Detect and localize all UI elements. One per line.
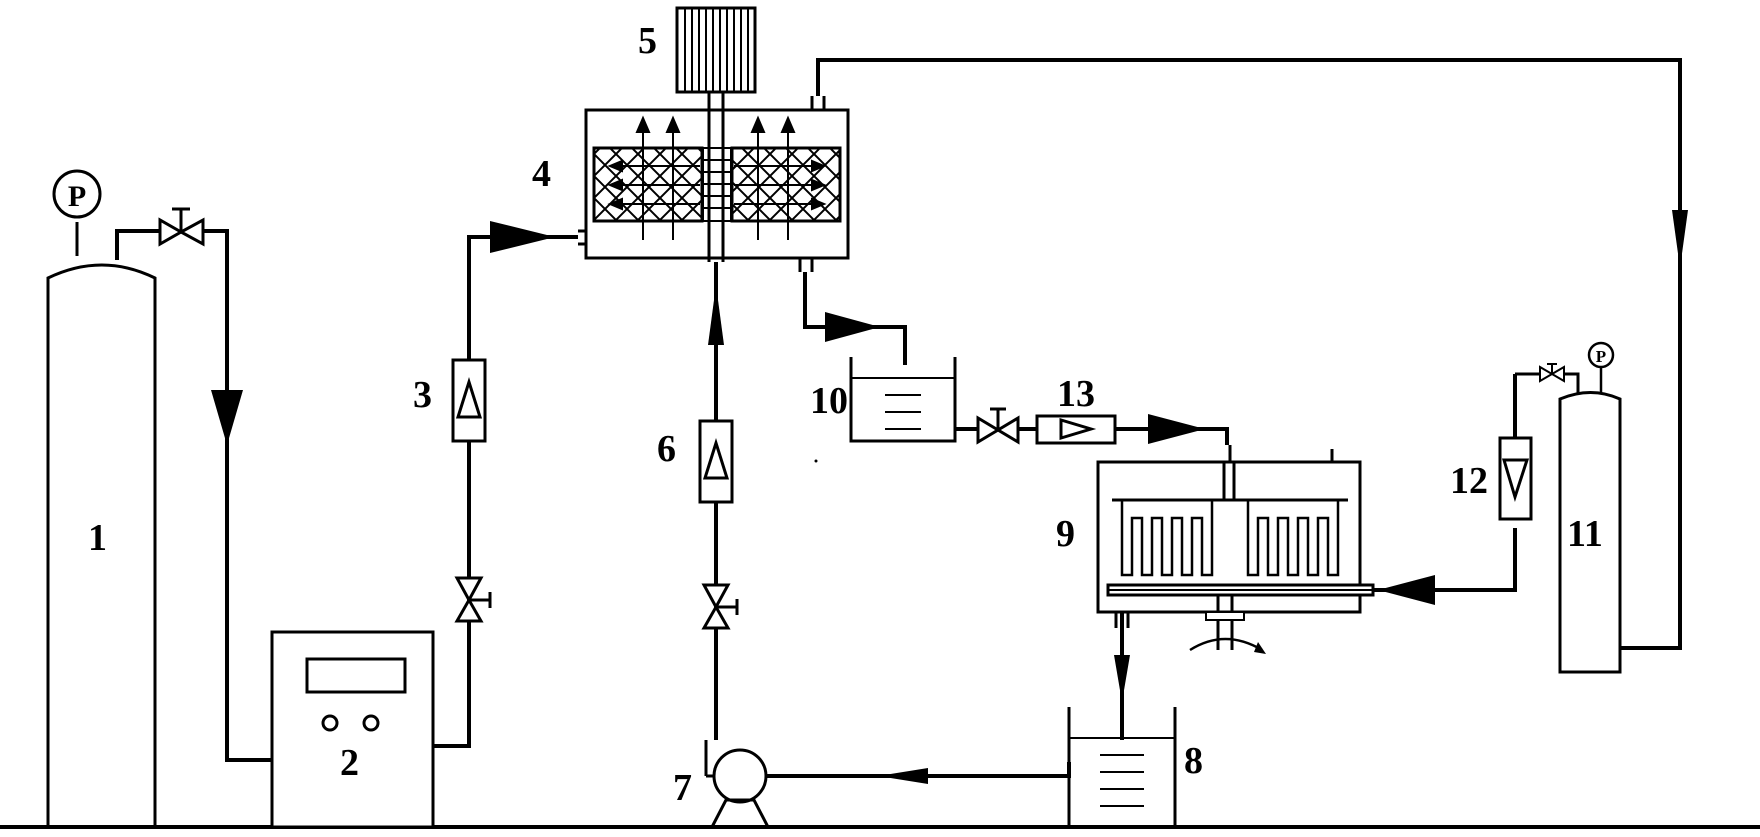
valve-icon [701,583,739,630]
label-8: 8 [1184,740,1203,782]
tank-10 [803,272,957,443]
flow-arrow-icon [1114,655,1130,702]
valve-icon [454,576,492,623]
label-2: 2 [340,742,359,784]
coil-right [1246,500,1340,577]
rotation-arrow-icon [1189,637,1263,652]
radial-arrows [607,159,827,211]
controller-display [305,657,407,694]
valve-icon [1539,363,1565,383]
flow-arrow-icon [708,285,724,345]
flow-arrow-icon [1378,575,1435,605]
pressure-gauge-icon: P [52,169,102,219]
valve-icon [158,207,205,247]
controller-knob [362,714,380,732]
flow-arrow-icon [825,312,880,342]
label-3: 3 [413,374,432,416]
reactor-4 [578,75,850,272]
flowmeter-3 [451,358,487,443]
liquid-line-13 [955,407,1229,445]
flow-arrow-icon [1148,414,1205,444]
label-5: 5 [638,20,657,62]
label-12: 12 [1450,460,1488,502]
label-10: 10 [810,380,848,422]
label-11: 11 [1567,513,1603,555]
flowmeter-13 [1035,414,1117,445]
gauge-symbol: P [68,180,86,213]
flow-arrow-icon [211,390,243,445]
motor-5 [675,6,757,94]
pressure-gauge-icon: P [1587,341,1615,369]
gauge-symbol: P [1596,347,1606,366]
flowmeter-6 [698,419,734,504]
pump-7 [704,740,1071,828]
label-1: 1 [88,517,107,559]
flow-arrow-icon [490,221,555,253]
gas-return-line [816,58,1688,650]
liquid-line-6 [698,262,739,740]
reactor-9 [1096,445,1517,654]
label-9: 9 [1056,513,1075,555]
label-4: 4 [532,153,551,195]
tank-8 [1067,600,1177,829]
label-7: 7 [673,767,692,809]
gas-cylinder-11: P [1558,341,1622,674]
controller-knob [321,714,339,732]
gas-cylinder-1: P [46,169,276,827]
controller-2 [270,630,435,829]
label-6: 6 [657,428,676,470]
flow-arrow-icon [878,768,928,784]
stray-dot [814,459,818,463]
coil-left [1120,500,1214,577]
label-13: 13 [1057,373,1095,415]
flowmeter-12 [1498,363,1580,521]
valve-icon [976,407,1020,445]
flow-arrow-icon [1672,210,1688,268]
gas-line-3 [433,221,578,748]
